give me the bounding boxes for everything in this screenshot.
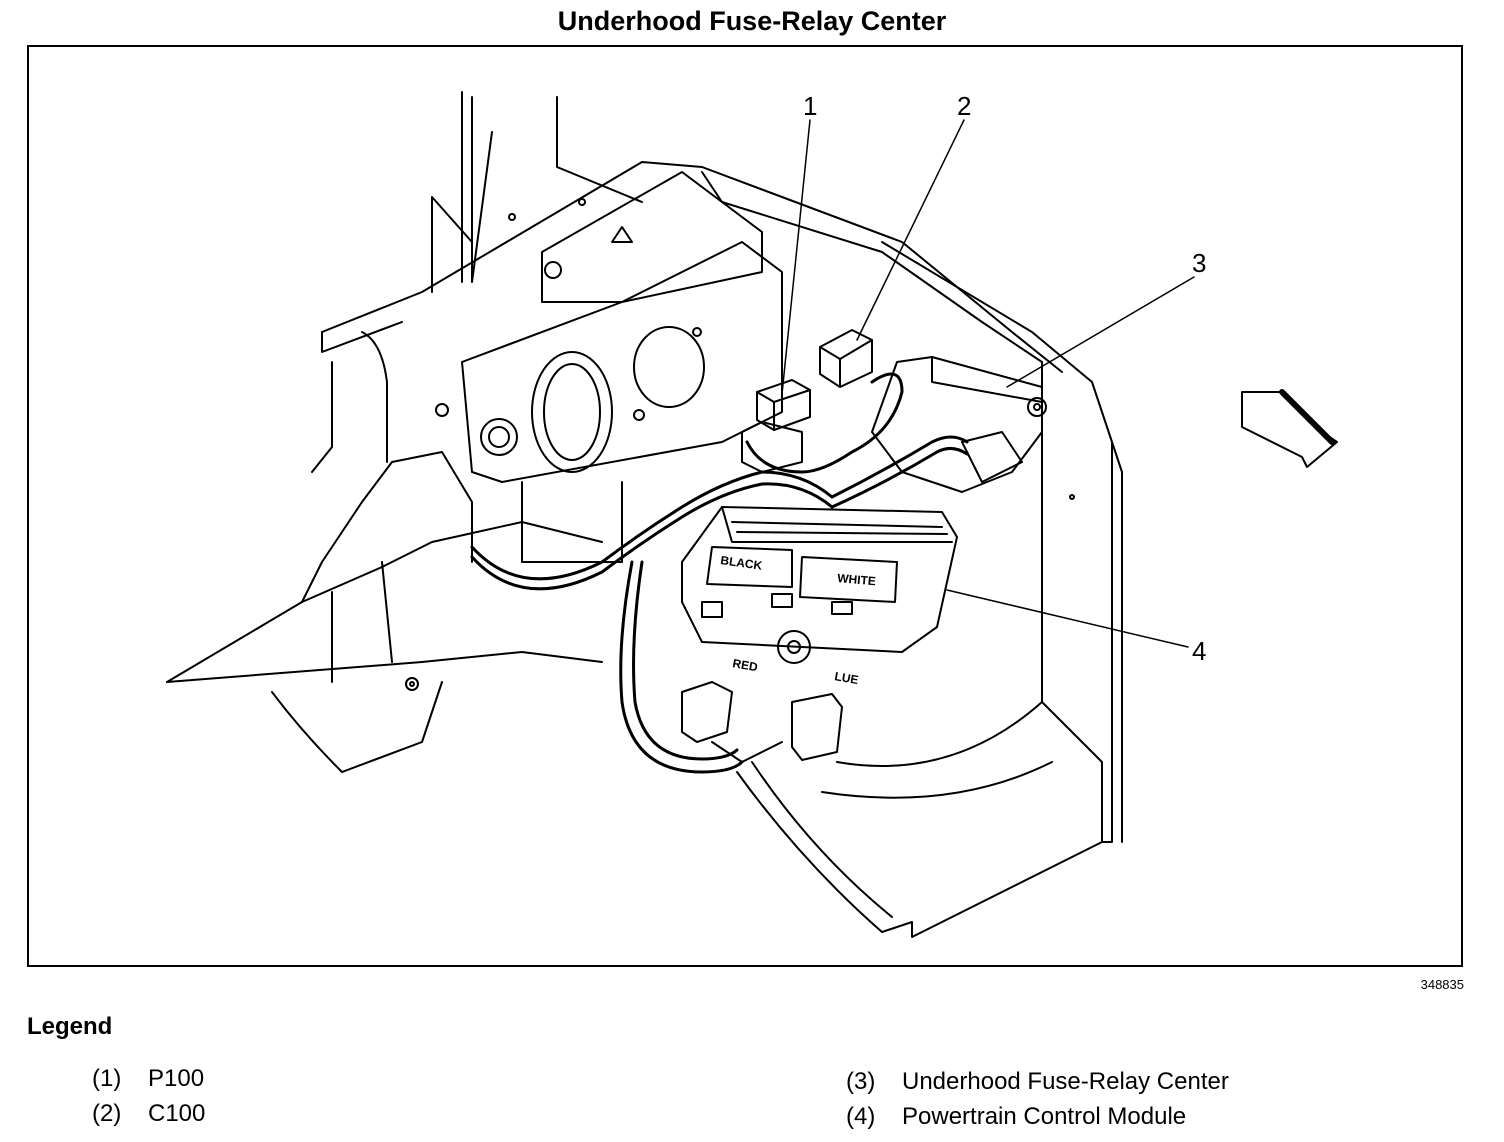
figure-id: 348835 [1420, 977, 1464, 992]
legend-item-4: (4) Powertrain Control Module [846, 1103, 1186, 1131]
legend-number: (1) [92, 1065, 122, 1092]
legend-label: Powertrain Control Module [902, 1103, 1187, 1130]
callout-3: 3 [1192, 248, 1206, 278]
lower-frame-rail [736, 701, 1103, 938]
firewall-bracket [435, 171, 783, 563]
diagram-title: Underhood Fuse-Relay Center [557, 6, 947, 36]
legend-item-1: (1) P100 [92, 1065, 204, 1093]
legend-label: P100 [148, 1065, 205, 1092]
blue-connector-label: LUE [833, 669, 859, 687]
engine-bay-illustration: BLACK WHITE RED LUE [166, 91, 1338, 938]
callout-2: 2 [957, 91, 971, 121]
legend-label: C100 [148, 1100, 206, 1127]
p100-relay [741, 379, 811, 473]
legend-label: Underhood Fuse-Relay Center [902, 1068, 1229, 1095]
c100-connector [819, 329, 873, 388]
pcm-harness-connectors [681, 681, 843, 763]
front-direction-arrow [1241, 389, 1338, 468]
black-connector-label: BLACK [720, 553, 764, 573]
legend-number: (4) [846, 1103, 876, 1130]
callout-1: 1 [803, 91, 817, 121]
pcm-module: BLACK WHITE RED LUE [681, 506, 958, 687]
illustration-frame: BLACK WHITE RED LUE [27, 45, 1463, 967]
fuse-relay-center [871, 356, 1047, 493]
legend-item-3: (3) Underhood Fuse-Relay Center [846, 1068, 1229, 1096]
callout-leaders [781, 119, 1195, 648]
wiring-harness [470, 372, 969, 774]
white-connector-label: WHITE [837, 571, 877, 588]
red-connector-label: RED [731, 656, 759, 674]
body-structure [311, 91, 1123, 843]
legend-number: (2) [92, 1100, 122, 1127]
legend-number: (3) [846, 1068, 876, 1095]
legend-heading: Legend [27, 1013, 113, 1040]
legend-item-2: (2) C100 [92, 1100, 205, 1128]
callout-4: 4 [1192, 636, 1206, 666]
left-fender [166, 331, 603, 773]
